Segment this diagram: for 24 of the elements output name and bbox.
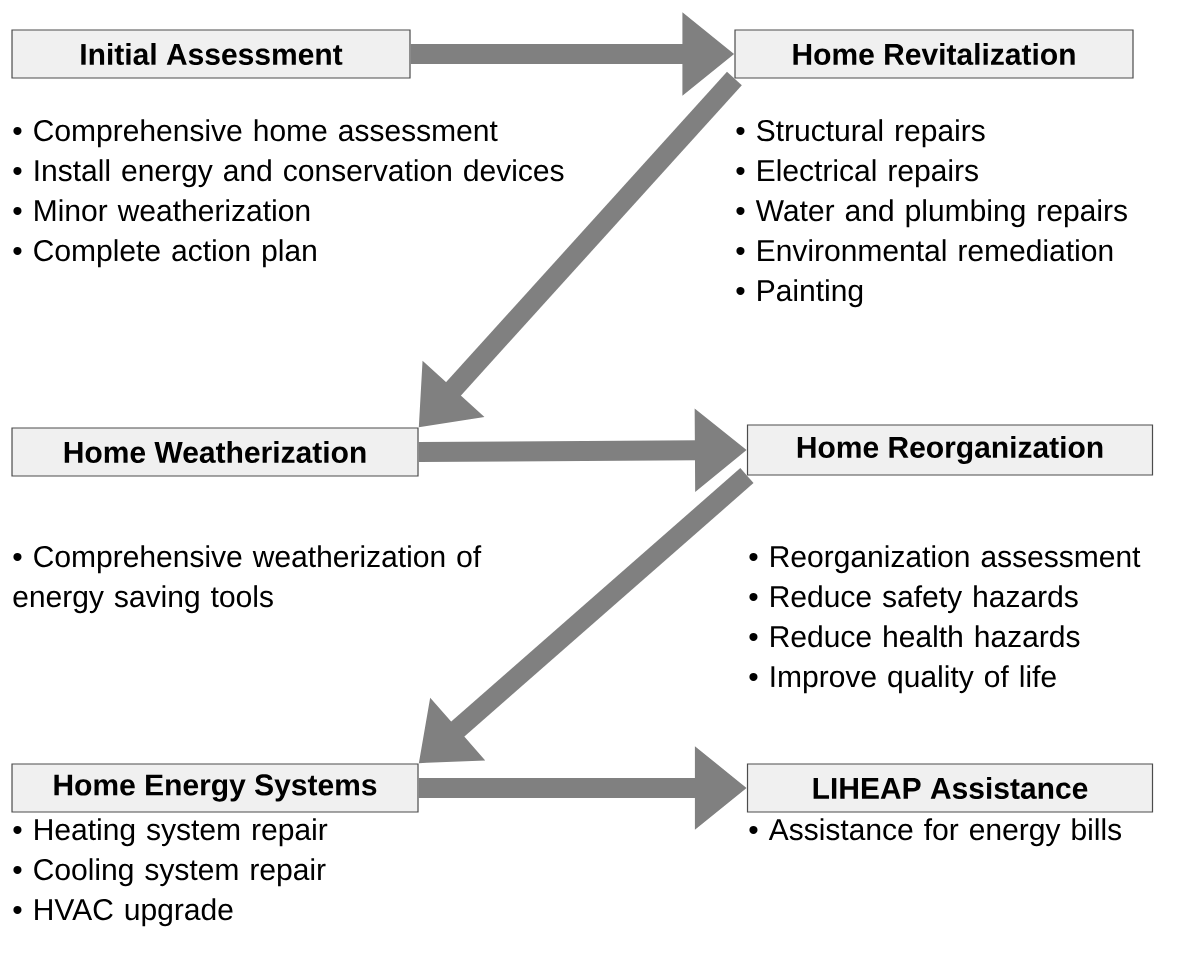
bullet-item: • Painting <box>736 279 863 308</box>
bullet-item: • Cooling system repair <box>13 858 326 887</box>
bullet-item: • Water and plumbing repairs <box>736 199 1127 228</box>
step-box: Home Weatherization <box>11 427 419 477</box>
step-box: LIHEAP Assistance <box>746 763 1154 813</box>
bullet-item: • Comprehensive weatherization of energy saving tools <box>13 545 482 614</box>
bullet-item: • Environmental remediation <box>736 239 1113 262</box>
step-box: Home Reorganization <box>746 424 1154 476</box>
bullet-item: • Reorganization assessment <box>749 545 1141 574</box>
bullet-item: • Electrical repairs <box>736 159 978 188</box>
bullet-item: • Install energy and conservation devices <box>13 159 564 188</box>
bullet-item: • Assistance for energy bills <box>749 818 1122 847</box>
step-box: Initial Assessment <box>11 29 411 79</box>
bullet-item: • Reduce safety hazards <box>749 585 1078 614</box>
step-box: Home Revitalization <box>734 29 1134 79</box>
bullet-item: • HVAC upgrade <box>13 898 233 927</box>
step-box: Home Energy Systems <box>11 763 419 813</box>
bullet-item: • Improve quality of life <box>749 665 1056 694</box>
bullet-item: • Heating system repair <box>13 818 328 847</box>
bullet-item: • Comprehensive home assessment <box>13 119 498 148</box>
bullet-item: • Reduce health hazards <box>749 625 1080 648</box>
bullet-item: • Complete action plan <box>13 239 316 268</box>
bullet-item: • Minor weatherization <box>13 199 310 222</box>
bullet-item: • Structural repairs <box>736 119 985 148</box>
